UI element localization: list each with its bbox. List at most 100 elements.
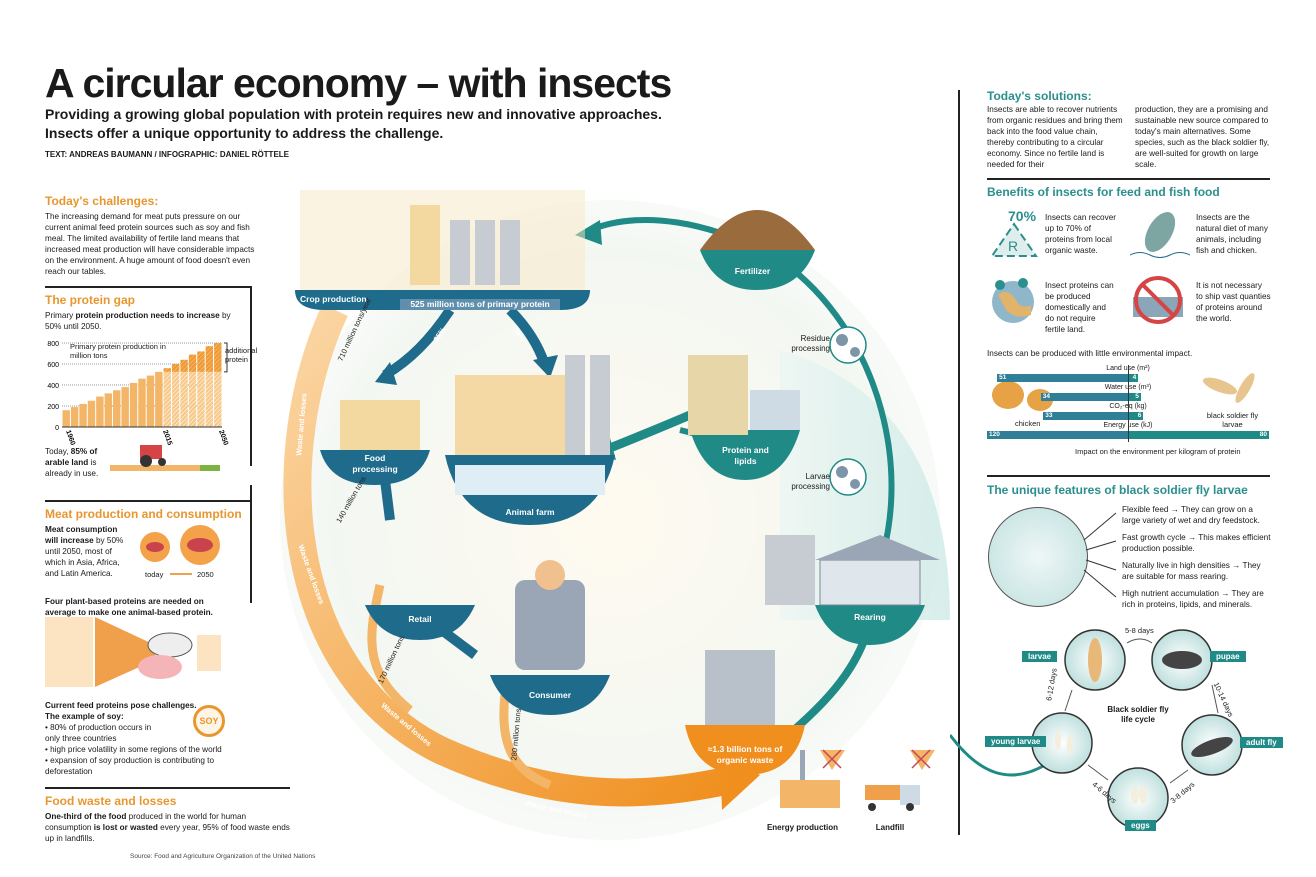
stage-larvae: larvae [1022, 651, 1058, 662]
x-tick-label: 1960 [64, 429, 76, 445]
bar [138, 378, 146, 427]
bar-additional [197, 351, 205, 372]
impact-caption: Impact on the environment per kilogram o… [1075, 447, 1241, 456]
magnifier-soy-icon: SOY [193, 705, 225, 737]
page-title: A circular economy – with insects [45, 60, 672, 106]
protein-gap-title: The protein gap [45, 293, 135, 307]
subtitle-1: Providing a growing global population wi… [45, 106, 662, 122]
bar-projected [188, 371, 197, 427]
impact-metric-label: Land use (m²) [1106, 365, 1150, 372]
rearing-label: Rearing [854, 612, 886, 622]
chicken-icon [992, 381, 1053, 411]
feature-item: High nutrient accumulation → They are ri… [1122, 589, 1264, 609]
y-tick-label: 400 [47, 383, 59, 390]
bar [146, 375, 155, 427]
divider [250, 286, 252, 466]
bar-additional [188, 354, 197, 372]
meat-title: Meat production and consumption [45, 507, 242, 521]
bar [104, 393, 113, 427]
benefits-title: Benefits of insects for feed and fish fo… [987, 185, 1220, 199]
chicken-impact-bar: 34 [1040, 393, 1128, 401]
benefit-no-shipping: It is not necessary to ship vast quantie… [1196, 281, 1271, 323]
chicken-label: chicken [1015, 419, 1041, 428]
divider [45, 500, 250, 502]
stage-adult-fly: adult fly [1240, 737, 1283, 748]
benefit-recover: Insects can recover up to 70% of protein… [1045, 213, 1116, 255]
larvae-impact-bar: 6 [1128, 412, 1144, 420]
no-ship-icon [1133, 276, 1183, 324]
divider [987, 178, 1270, 180]
feature-item: Flexible feed → They can grow on a large… [1122, 505, 1260, 525]
challenges-title: Today's challenges: [45, 194, 159, 208]
bar [129, 382, 138, 427]
feature-item: Naturally live in high densities → They … [1122, 561, 1261, 581]
organic-waste-label: ≈1.3 billion tons of organic waste [707, 744, 783, 765]
y-tick-label: 0 [55, 425, 59, 432]
fish-icon [1130, 212, 1190, 258]
bar-projected [180, 371, 188, 427]
chicken-impact-bar: 51 [997, 374, 1128, 382]
crop-production-label: Crop production [300, 294, 367, 304]
food-processing-label: Food processing [352, 453, 398, 474]
recycle-icon: 70% R [988, 208, 1040, 260]
solutions-col-1: Insects are able to recover nutrients fr… [987, 105, 1123, 169]
plant-protein-text: Four plant-based proteins are needed on … [45, 597, 213, 617]
bar-projected [197, 371, 205, 427]
source-note: Source: Food and Agriculture Organizatio… [130, 853, 316, 860]
landfill-label: Landfill [875, 823, 905, 832]
credit: TEXT: ANDREAS BAUMANN / INFOGRAPHIC: DAN… [45, 150, 289, 159]
feature-list: Flexible feed → They can grow on a large… [1122, 504, 1272, 610]
solutions-col-2: production, they are a promising and sus… [1135, 105, 1270, 169]
primary-protein-band: 525 million tons of primary protein [400, 299, 560, 310]
chart-title: Primary protein production in million to… [70, 342, 166, 360]
residue-processing-label: Residue processing [791, 334, 830, 353]
bar-projected [171, 371, 180, 427]
insect-loop-arrow [588, 217, 895, 592]
waste-flow-arrow [283, 304, 734, 807]
food-waste-text: One-third of the food produced in the wo… [45, 812, 290, 843]
circular-diagram [280, 190, 950, 840]
bar [79, 403, 87, 427]
soy-bullets: • 80% of production occurs in only three… [45, 723, 222, 776]
arable-land-text: Today, 85% of arable land is already in … [45, 447, 99, 478]
impact-axis [1128, 365, 1129, 442]
larvae-impact-bar: 80 [1128, 431, 1269, 439]
chicken-impact-bar: 120 [987, 431, 1128, 439]
landfill-truck-icon [865, 785, 900, 800]
soy-title-2: The example of soy: [45, 712, 124, 721]
bar [62, 410, 70, 427]
bar-additional [180, 359, 188, 372]
protein-lipids-label: Protein and lipids [722, 445, 769, 466]
feature-item: Fast growth cycle → This makes efficient… [1122, 533, 1271, 553]
food-processing-bowl [320, 450, 430, 485]
animal-farm-label: Animal farm [505, 507, 555, 517]
bar [70, 407, 79, 427]
fertilizer-bowl [700, 250, 815, 290]
svg-text:R: R [1008, 238, 1018, 254]
year-2050-label: 2050 [197, 570, 214, 579]
solutions-title: Today's solutions: [987, 89, 1092, 103]
consumer-bowl [490, 675, 610, 715]
energy-production-label: Energy production [766, 823, 839, 832]
additional-bracket [224, 342, 228, 373]
larvae-gear-icon [829, 458, 867, 496]
tractor-icon [110, 445, 220, 471]
globe-icon [992, 278, 1034, 323]
bar-additional [163, 368, 171, 372]
feature-pointer-lines [1083, 512, 1117, 598]
stage-pupae: pupae [1210, 651, 1246, 662]
stage-young-larvae: young larvae [985, 736, 1047, 747]
bar-projected [163, 371, 171, 427]
divider [958, 90, 960, 835]
subtitle-2: Insects offer a unique opportunity to ad… [45, 125, 444, 141]
features-title: The unique features of black soldier fly… [987, 483, 1248, 497]
chicken-impact-bar: 33 [1043, 412, 1128, 420]
today-label: today [145, 570, 164, 579]
retail-bowl [365, 605, 475, 640]
larvae-impact-bar: 5 [1128, 393, 1141, 401]
bar-projected [214, 371, 222, 427]
y-tick-label: 200 [47, 404, 59, 411]
impact-metric-label: Water use (m³) [1104, 384, 1152, 391]
